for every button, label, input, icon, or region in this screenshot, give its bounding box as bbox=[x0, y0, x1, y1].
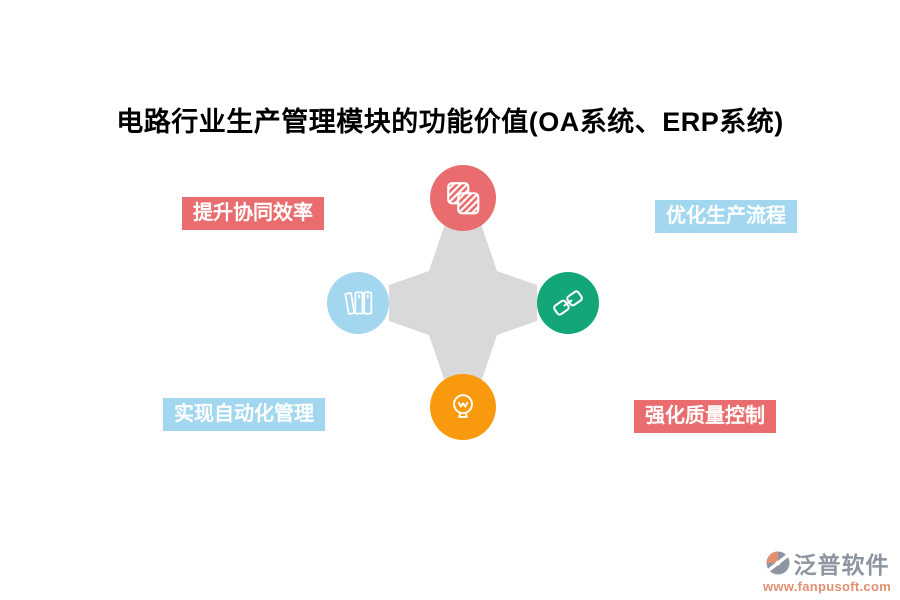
label-bottom-left: 实现自动化管理 bbox=[163, 398, 325, 431]
node-circle-left bbox=[327, 272, 389, 334]
page-title: 电路行业生产管理模块的功能价值(OA系统、ERP系统) bbox=[116, 107, 784, 137]
label-top-right: 优化生产流程 bbox=[655, 200, 797, 233]
center-cross-shape bbox=[389, 224, 537, 382]
brand-logo-icon bbox=[764, 550, 791, 575]
node-circle-right bbox=[537, 272, 599, 334]
brand-row: 泛普软件 bbox=[764, 546, 890, 580]
cross-polygon bbox=[389, 224, 537, 382]
chain-link-icon bbox=[553, 290, 583, 316]
hatched-cards-icon bbox=[447, 182, 480, 215]
brand-url: www.fanpusoft.com bbox=[762, 579, 892, 594]
brand-name: 泛普软件 bbox=[793, 552, 890, 578]
label-top-left: 提升协同效率 bbox=[182, 197, 324, 230]
label-bottom-right: 强化质量控制 bbox=[634, 400, 776, 433]
books-icon bbox=[344, 291, 373, 315]
lightbulb-icon bbox=[453, 394, 473, 418]
node-circle-bottom bbox=[430, 374, 496, 440]
brand-watermark: 泛普软件 www.fanpusoft.com bbox=[762, 546, 892, 594]
node-circle-top bbox=[430, 165, 496, 231]
